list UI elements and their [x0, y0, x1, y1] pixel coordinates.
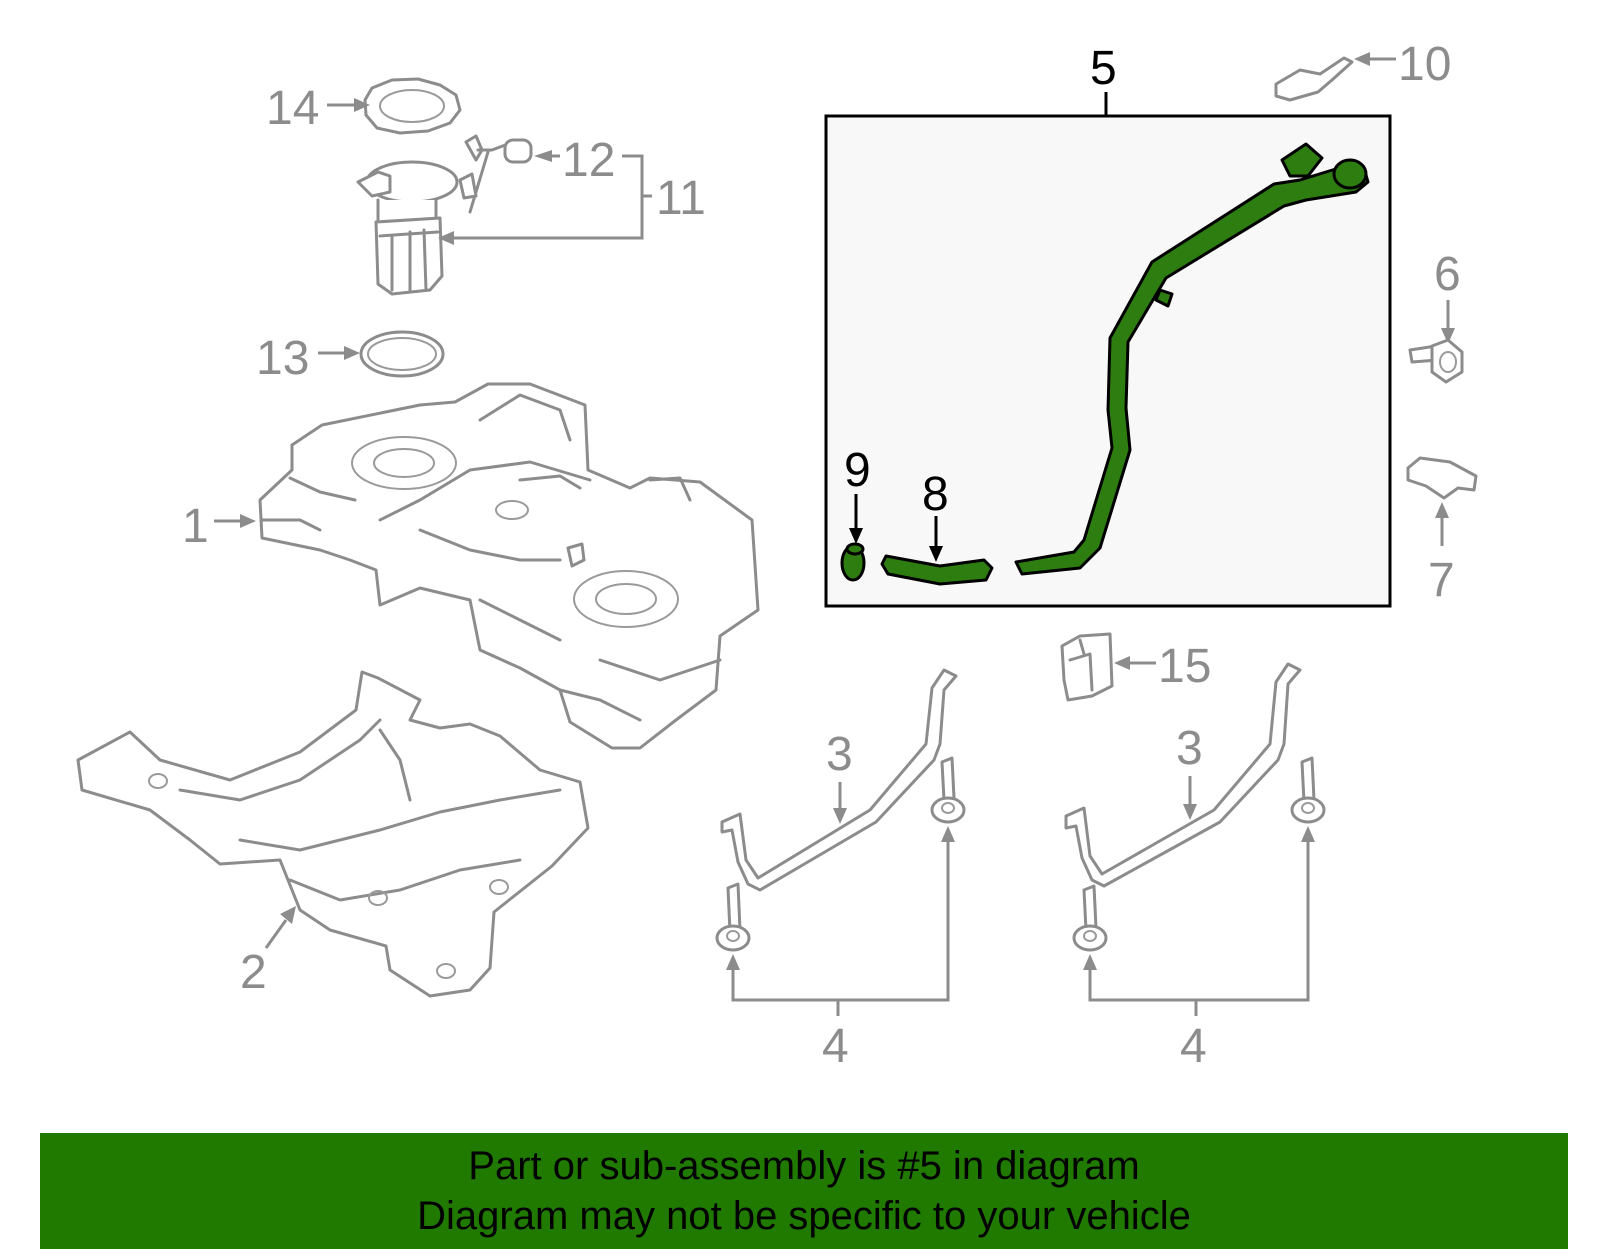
- callout-13: 13: [256, 332, 309, 385]
- part-4-bolt-right-b[interactable]: [1290, 756, 1326, 824]
- callout-4-right: 4: [1180, 1020, 1207, 1073]
- callout-3-left: 3: [826, 728, 853, 781]
- part-9-hose-clamp[interactable]: [840, 542, 866, 582]
- arrow-4-left-a: [726, 954, 740, 970]
- callout-9: 9: [844, 444, 871, 497]
- callout-5: 5: [1090, 42, 1117, 95]
- part-7-retainer-clip[interactable]: [1406, 456, 1478, 500]
- arrow-3-right: [1183, 804, 1197, 820]
- callout-7: 7: [1428, 554, 1455, 607]
- arrow-2: [280, 906, 296, 924]
- arrow-12: [534, 150, 552, 162]
- part-4-bolt-left-b[interactable]: [930, 756, 966, 824]
- arrow-8: [929, 546, 943, 562]
- part-10-fuel-cap-tether[interactable]: [1274, 56, 1354, 102]
- callout-1: 1: [182, 500, 209, 553]
- part-4-bolt-right-a[interactable]: [1072, 884, 1108, 952]
- callout-11: 11: [656, 172, 706, 225]
- part-15-bracket[interactable]: [1060, 632, 1114, 702]
- part-12-fuel-level-sender[interactable]: [458, 134, 533, 214]
- part-14-lock-ring[interactable]: [363, 77, 462, 135]
- callout-8: 8: [922, 468, 949, 521]
- arrow-15: [1114, 656, 1130, 670]
- callout-14: 14: [266, 82, 319, 135]
- banner-line-2: Diagram may not be specific to your vehi…: [417, 1194, 1191, 1238]
- callout-6: 6: [1434, 248, 1461, 301]
- callout-3-right: 3: [1176, 722, 1203, 775]
- arrow-11: [438, 231, 454, 245]
- callout-10: 10: [1398, 38, 1451, 91]
- arrow-13: [344, 346, 360, 360]
- part-6-bolt[interactable]: [1408, 338, 1464, 384]
- arrow-7: [1435, 502, 1449, 518]
- part-3-tank-strap-left[interactable]: [720, 668, 958, 892]
- arrow-14: [354, 98, 370, 112]
- banner-line-1: Part or sub-assembly is #5 in diagram: [468, 1144, 1140, 1188]
- part-13-seal[interactable]: [359, 330, 445, 378]
- callout-15: 15: [1158, 640, 1211, 693]
- part-1-fuel-tank[interactable]: [258, 382, 760, 750]
- info-banner: Part or sub-assembly is #5 in diagram Di…: [40, 1133, 1568, 1249]
- part-8-filler-hose[interactable]: [880, 554, 994, 586]
- part-4-bolt-left-a[interactable]: [715, 882, 751, 952]
- callout-2: 2: [240, 946, 267, 999]
- arrow-3-left: [833, 808, 847, 824]
- arrow-4-left-b: [941, 826, 955, 842]
- callout-12: 12: [562, 134, 615, 187]
- arrow-10: [1354, 52, 1370, 66]
- arrow-9: [849, 528, 863, 544]
- arrow-4-right-a: [1083, 954, 1097, 970]
- arrow-1: [240, 514, 256, 528]
- part-2-heat-shield[interactable]: [76, 670, 590, 998]
- arrow-4-right-b: [1301, 826, 1315, 842]
- callout-4-left: 4: [822, 1020, 849, 1073]
- arrow-6: [1441, 328, 1455, 344]
- part-3-tank-strap-right[interactable]: [1064, 662, 1302, 888]
- part-11-fuel-pump-module[interactable]: [356, 160, 459, 296]
- part-5-fuel-filler-pipe[interactable]: [1014, 142, 1370, 576]
